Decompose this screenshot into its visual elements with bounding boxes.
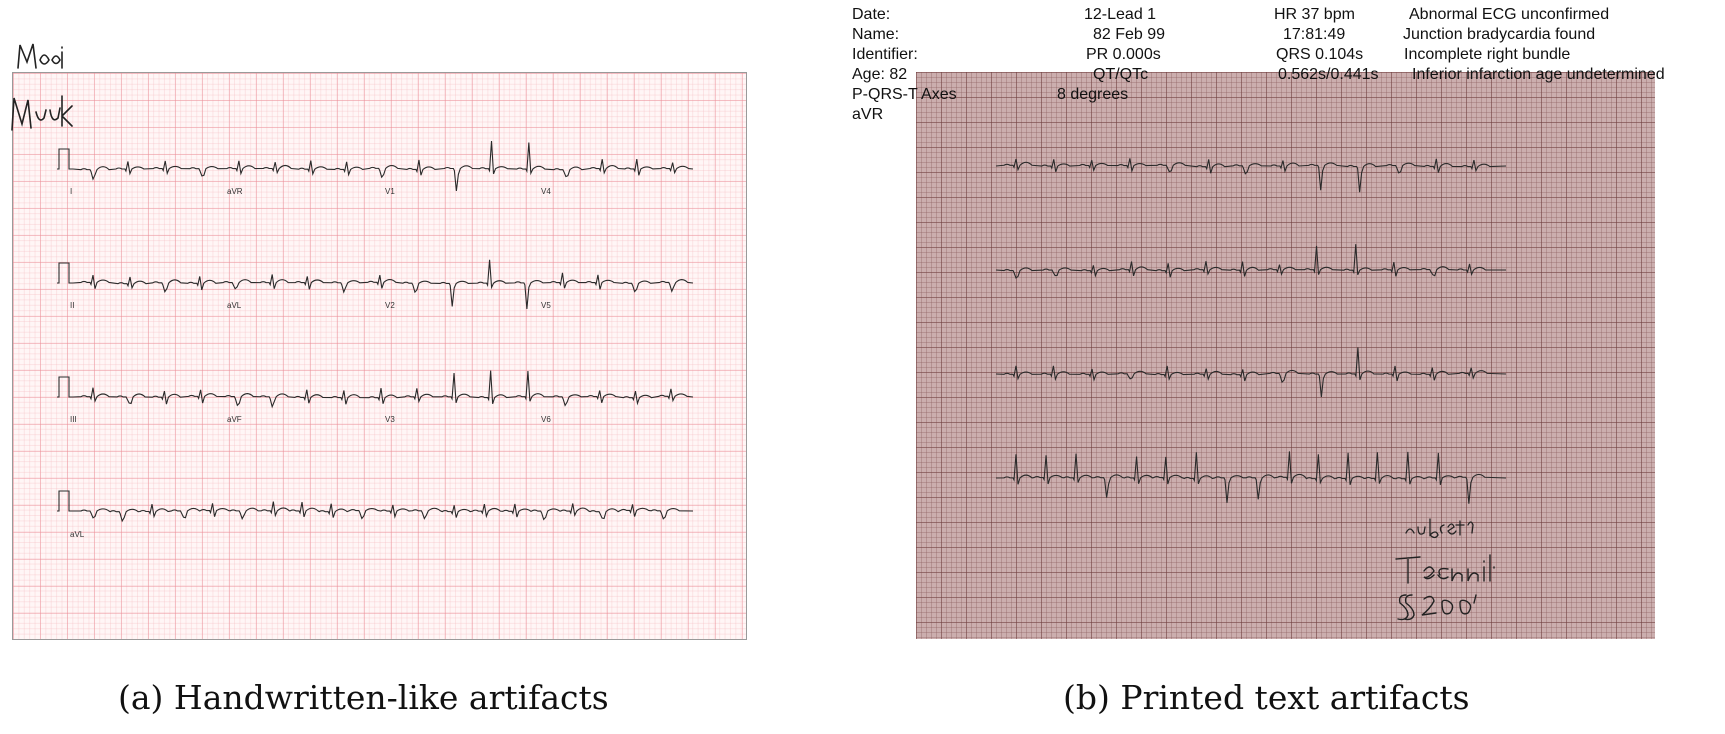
lead-label-i: I bbox=[70, 187, 73, 196]
header-age: Age: 82 bbox=[852, 66, 908, 83]
handwritten-artifact-a bbox=[11, 43, 73, 131]
calibration-pulse-a-3 bbox=[57, 376, 73, 398]
header-qt-values: 0.562s/0.441s bbox=[1278, 66, 1379, 83]
header-12-lead: 12-Lead 1 bbox=[1084, 6, 1157, 23]
header-interpretation-3: Incomplete right bundle bbox=[1404, 46, 1571, 63]
calibration-pulse-a-4 bbox=[57, 490, 73, 512]
header-interpretation-4: Inferior infarction age undetermined bbox=[1412, 66, 1665, 83]
ecg-trace-b-row-3 bbox=[995, 347, 1507, 397]
calibration-pulse-a-2 bbox=[57, 262, 73, 284]
ecg-trace-b-row-4 bbox=[995, 451, 1507, 504]
lead-label-v3: V3 bbox=[385, 415, 395, 424]
ecg-trace-a-row-2 bbox=[72, 259, 694, 310]
header-lead: aVR bbox=[852, 106, 884, 123]
header-qrs: QRS 0.104s bbox=[1276, 46, 1364, 63]
header-qt-qtc: QT/QTc bbox=[1093, 66, 1149, 83]
header-interpretation-2: Junction bradycardia found bbox=[1403, 26, 1596, 43]
ecg-panel-b bbox=[916, 72, 1655, 639]
ecg-traces-b bbox=[995, 158, 1507, 504]
header-hr: HR 37 bpm bbox=[1274, 6, 1355, 23]
header-identifier: Identifier: bbox=[852, 46, 918, 63]
calibration-pulse-a-1 bbox=[57, 148, 73, 170]
header-date: Date: bbox=[852, 6, 891, 23]
ecg-traces-a bbox=[57, 141, 694, 523]
lead-label-v6: V6 bbox=[541, 415, 551, 424]
lead-label-v1: V1 bbox=[385, 187, 395, 196]
ecg-trace-a-row-4 bbox=[72, 501, 694, 523]
caption-a: (a) Handwritten-like artifacts bbox=[118, 678, 609, 717]
handwritten-artifact-b bbox=[1395, 518, 1495, 621]
ecg-trace-b-row-1 bbox=[995, 158, 1507, 193]
lead-label-ii: II bbox=[70, 301, 75, 310]
lead-label-v4: V4 bbox=[541, 187, 551, 196]
header-date-value: 82 Feb 99 bbox=[1093, 26, 1166, 43]
header-time: 17:81:49 bbox=[1283, 26, 1346, 43]
lead-label-v2: V2 bbox=[385, 301, 395, 310]
caption-b: (b) Printed text artifacts bbox=[1063, 678, 1470, 717]
ecg-panel-a: I aVR V1 V4 II aVL V2 V5 III aVF V3 V6 a… bbox=[12, 72, 747, 640]
header-interpretation-1: Abnormal ECG unconfirmed bbox=[1409, 6, 1610, 23]
ecg-trace-a-row-3 bbox=[72, 370, 694, 409]
lead-label-avf: aVF bbox=[227, 415, 242, 424]
lead-label-avl: aVL bbox=[227, 301, 242, 310]
lead-label-rhythm: aVL bbox=[70, 530, 85, 539]
header-pr: PR 0.000s bbox=[1086, 46, 1161, 63]
lead-label-iii: III bbox=[70, 415, 77, 424]
header-axes: P-QRS-T Axes bbox=[852, 86, 957, 103]
header-axes-value: 8 degrees bbox=[1057, 86, 1129, 103]
ecg-trace-b-row-2 bbox=[995, 244, 1507, 279]
lead-label-v5: V5 bbox=[541, 301, 551, 310]
header-name: Name: bbox=[852, 26, 900, 43]
lead-label-avr: aVR bbox=[227, 187, 243, 196]
ecg-trace-a-row-1 bbox=[72, 141, 694, 192]
